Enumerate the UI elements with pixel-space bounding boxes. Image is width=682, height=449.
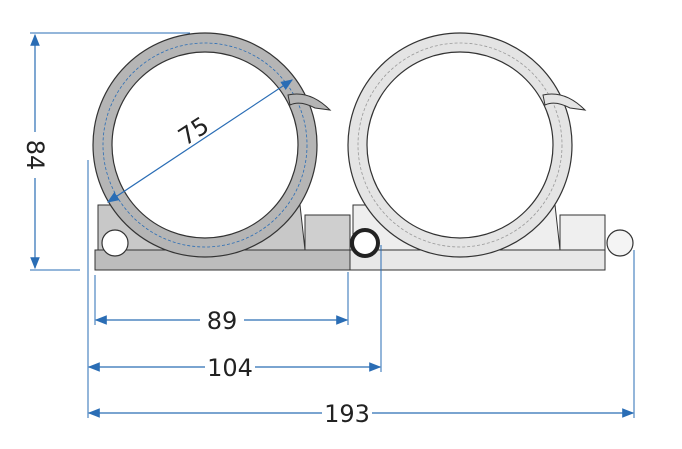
dimension-total-width: 193 xyxy=(87,399,635,428)
right-clamp xyxy=(347,32,634,271)
diameter-label: 75 xyxy=(173,111,214,151)
dimension-diameter: 75 xyxy=(106,79,294,203)
total-width-label: 193 xyxy=(324,400,370,428)
extension-lines xyxy=(30,32,635,418)
dimension-offset-width: 104 xyxy=(87,353,382,382)
center-distance-label: 89 xyxy=(207,307,238,335)
dimension-height: 84 xyxy=(20,33,50,270)
dimension-center-distance: 89 xyxy=(94,306,349,335)
left-clamp xyxy=(92,32,351,271)
height-label: 84 xyxy=(21,140,49,171)
offset-width-label: 104 xyxy=(207,354,253,382)
